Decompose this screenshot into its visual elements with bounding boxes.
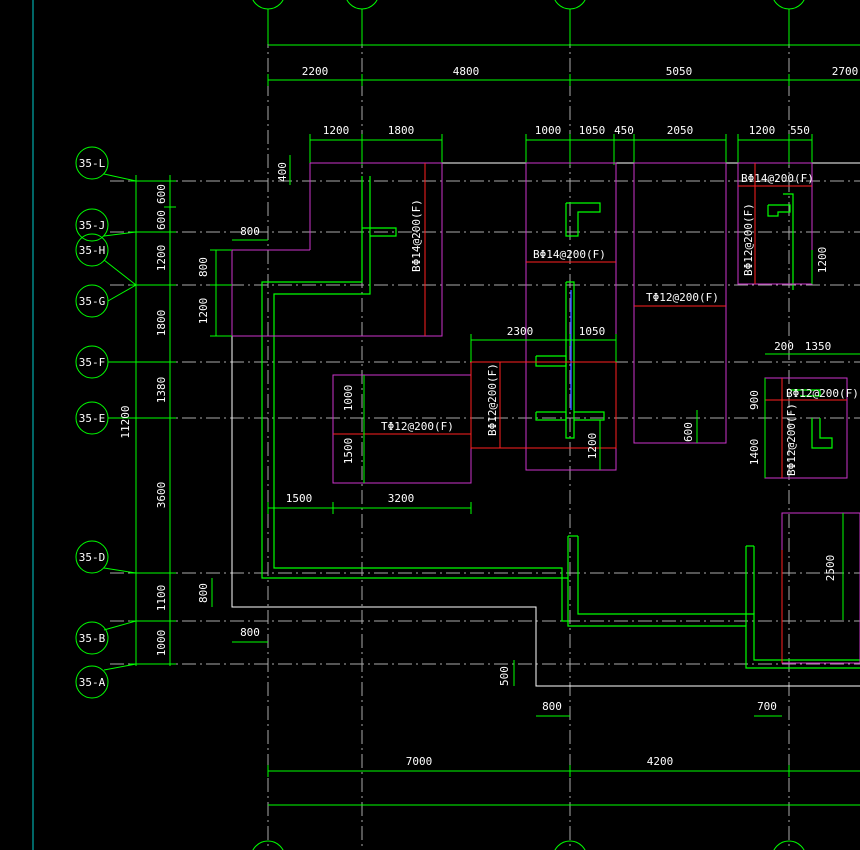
dim-3200: 3200: [388, 492, 415, 505]
dim-left-1200: 1200: [155, 245, 168, 272]
rebar-label-b14-center: BΦ14@200(F): [533, 248, 606, 261]
dim-left-600a: 600: [155, 184, 168, 204]
rebar-labels: BΦ14@200(F) BΦ14@200(F) BΦ14@200(F) BΦ12…: [381, 172, 859, 476]
rebar-lines: [333, 163, 847, 663]
dim-2500: 2500: [824, 555, 837, 582]
inner-dimension-lines: [210, 155, 860, 717]
dim-700: 700: [757, 700, 777, 713]
dim-top-2050: 2050: [667, 124, 694, 137]
rebar-label-b12-center: BΦ12@200(F): [486, 363, 499, 436]
bottom-dimension-texts: 7000 4200: [406, 755, 674, 768]
dim-1500-v: 1500: [342, 438, 355, 465]
column-axis-bubbles: [252, 0, 805, 850]
dim-800-bottom: 800: [542, 700, 562, 713]
dim-top-1000: 1000: [535, 124, 562, 137]
axis-label-35-L: 35-L: [79, 157, 106, 170]
rebar-label-b12-lower-right: BΦ12@200(F): [786, 387, 859, 400]
axis-label-35-H: 35-H: [79, 244, 106, 257]
dim-top-550: 550: [790, 124, 810, 137]
dim-top-450: 450: [614, 124, 634, 137]
dim-1350: 1350: [805, 340, 832, 353]
dim-left-1800: 1800: [155, 310, 168, 337]
dim-1400: 1400: [748, 439, 761, 466]
slab-panels: [231, 162, 860, 664]
dim-1200-left: 1200: [197, 298, 210, 325]
dim-1050-mid: 1050: [579, 325, 606, 338]
dim-400: 400: [276, 162, 289, 182]
left-dimension-lines: [130, 175, 176, 666]
dim-1200-mid: 1200: [586, 433, 599, 460]
rebar-label-b14-vertical: BΦ14@200(F): [410, 199, 423, 272]
dim-top-1050: 1050: [579, 124, 606, 137]
dim-bottom-7000: 7000: [406, 755, 433, 768]
axis-label-35-D: 35-D: [79, 551, 106, 564]
rebar-label-b14-right: BΦ14@200(F): [741, 172, 814, 185]
dim-200: 200: [774, 340, 794, 353]
dim-800-left: 800: [197, 257, 210, 277]
rebar-label-b12-lower-right-v: BΦ12@200(F): [785, 403, 798, 476]
dim-1000-v: 1000: [342, 385, 355, 412]
axis-label-35-A: 35-A: [79, 676, 106, 689]
axis-label-35-E: 35-E: [79, 412, 106, 425]
dim-left-600b: 600: [155, 210, 168, 230]
dim-bottom-4200: 4200: [647, 755, 674, 768]
dim-600: 600: [682, 422, 695, 442]
dim-left-1000: 1000: [155, 630, 168, 657]
left-dimension-texts: 11200 600 600 1200 1800 1380 3600 1100 1…: [119, 184, 168, 656]
grid-lines: [110, 10, 860, 850]
dim-top-5050: 5050: [666, 65, 693, 78]
rebar-label-t12-right: TΦ12@200(F): [646, 291, 719, 304]
walls: [261, 176, 860, 669]
dim-900: 900: [748, 390, 761, 410]
dim-1500-h: 1500: [286, 492, 313, 505]
dim-left-11200: 11200: [119, 405, 132, 438]
dim-left-3600: 3600: [155, 482, 168, 509]
dim-top-1200: 1200: [323, 124, 350, 137]
dim-2300: 2300: [507, 325, 534, 338]
row-axis-bubbles: [75, 146, 137, 699]
dim-800-lower-h: 800: [240, 626, 260, 639]
axis-label-35-G: 35-G: [79, 295, 106, 308]
rebar-label-t12-left: TΦ12@200(F): [381, 420, 454, 433]
dim-top-4800: 4800: [453, 65, 480, 78]
top-dimension-lines: [267, 44, 860, 165]
rebar-label-b12-right-top: BΦ12@200(F): [742, 203, 755, 276]
row-axis-labels: 35-L 35-J 35-H 35-G 35-F 35-E 35-D 35-B …: [79, 157, 106, 689]
top-dimension-texts: 2200 4800 5050 2700 1200 1800 1000 1050 …: [302, 65, 859, 137]
axis-label-35-B: 35-B: [79, 632, 106, 645]
dim-left-1380: 1380: [155, 377, 168, 404]
dim-top-1800: 1800: [388, 124, 415, 137]
dim-800-lower-v: 800: [197, 583, 210, 603]
slab-outline: [231, 162, 860, 687]
dim-1200-right: 1200: [816, 247, 829, 274]
dim-top-2200: 2200: [302, 65, 329, 78]
dim-500: 500: [498, 666, 511, 686]
dim-800-top: 800: [240, 225, 260, 238]
dim-top-1200b: 1200: [749, 124, 776, 137]
inner-dimension-texts: 400 800 800 1200 2300 1050 1000 1500 150…: [197, 162, 837, 713]
axis-label-35-J: 35-J: [79, 219, 106, 232]
axis-label-35-F: 35-F: [79, 356, 106, 369]
bottom-dimension-lines: [267, 765, 860, 806]
dim-top-2700: 2700: [832, 65, 859, 78]
dim-left-1100: 1100: [155, 585, 168, 612]
